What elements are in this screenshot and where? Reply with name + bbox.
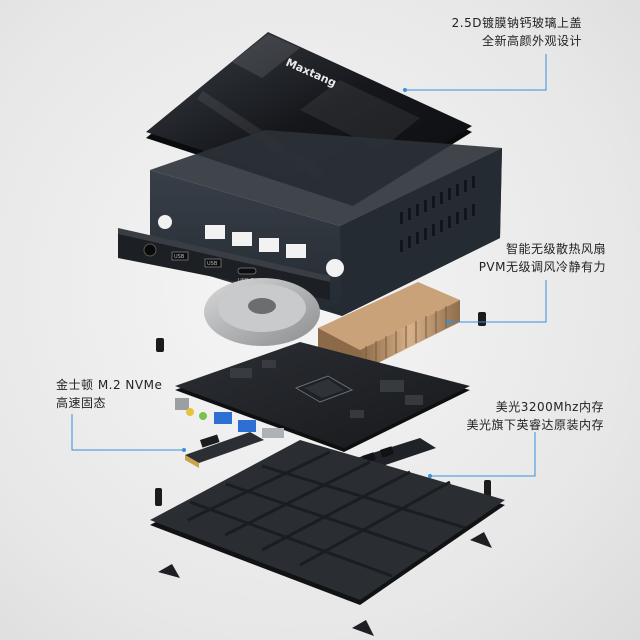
callout-fan-line2: PVM无级调风冷静有力 bbox=[478, 260, 606, 274]
callout-top-cover-line1: 2.5D镀膜钠钙玻璃上盖 bbox=[451, 16, 582, 30]
rubber-feet bbox=[158, 532, 492, 636]
callout-ssd: 金士顿 M.2 NVMe 高速固态 bbox=[56, 376, 162, 412]
callout-top-cover-line2: 全新高颜外观设计 bbox=[481, 34, 582, 48]
callout-memory-line2: 美光旗下英睿达原装内存 bbox=[466, 418, 604, 432]
callout-ssd-line1: 金士顿 M.2 NVMe bbox=[56, 378, 163, 392]
callout-memory-line1: 美光3200Mhz内存 bbox=[495, 400, 604, 414]
nvme-ssd bbox=[185, 432, 264, 468]
bottom-cover bbox=[150, 440, 505, 605]
callout-fan: 智能无级散热风扇 PVM无级调风冷静有力 bbox=[479, 240, 606, 276]
callout-memory: 美光3200Mhz内存 美光旗下英睿达原装内存 bbox=[466, 398, 604, 434]
cooling-fan bbox=[204, 278, 320, 346]
callout-top-cover: 2.5D镀膜钠钙玻璃上盖 全新高颜外观设计 bbox=[452, 14, 582, 50]
callout-fan-line1: 智能无级散热风扇 bbox=[505, 242, 606, 256]
usb-port-label: USB bbox=[207, 261, 218, 267]
callout-ssd-line2: 高速固态 bbox=[56, 396, 107, 410]
usb-port-label: USB bbox=[174, 254, 185, 260]
callout-leaders bbox=[71, 54, 547, 477]
motherboard bbox=[175, 342, 470, 452]
